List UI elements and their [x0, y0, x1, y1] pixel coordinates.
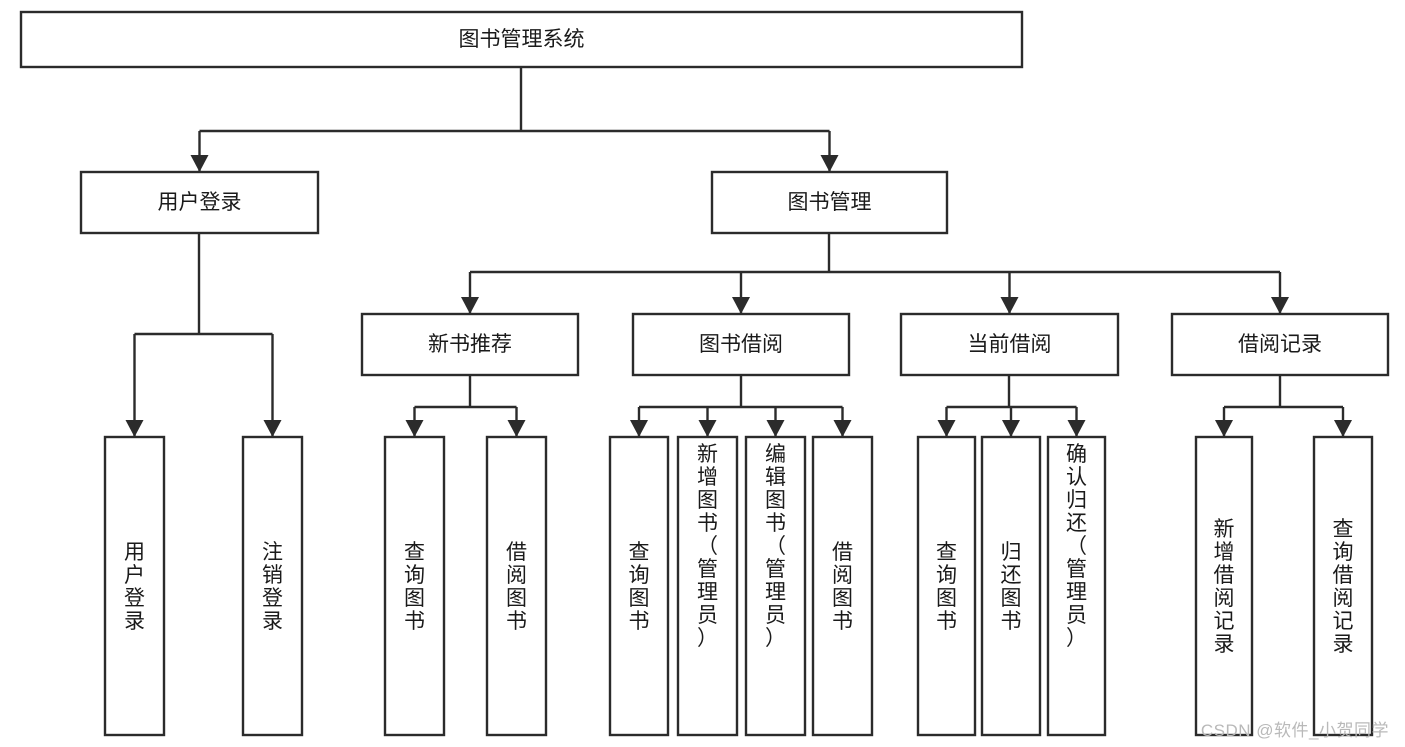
node-label: 当前借阅 — [968, 333, 1052, 356]
node-label: 注销登录 — [262, 541, 283, 633]
node-new-book-rec[interactable]: 新书推荐 — [360, 312, 580, 377]
node-box[interactable] — [916, 435, 977, 737]
node-borrow-record[interactable]: 借阅记录 — [1170, 312, 1390, 377]
node-leaf-leaf-query-book-rec[interactable]: 查询图书 — [383, 435, 446, 737]
node-label: 图书借阅 — [699, 333, 783, 356]
arrow-icon-book-manage — [820, 155, 839, 172]
node-leaf-leaf-query-book-cur[interactable]: 查询图书 — [916, 435, 977, 737]
arrow-icon-current-borrow — [1000, 297, 1019, 314]
node-book-borrow[interactable]: 图书借阅 — [631, 312, 851, 377]
node-leaf-leaf-edit-book[interactable]: 编辑图书（管理员） — [744, 435, 807, 737]
node-label: 新增图书（管理员） — [697, 443, 718, 650]
node-leaf-leaf-borrow-book-rec[interactable]: 借阅图书 — [485, 435, 548, 737]
node-current-borrow[interactable]: 当前借阅 — [899, 312, 1120, 377]
node-box[interactable] — [710, 170, 949, 235]
node-box[interactable] — [79, 170, 320, 235]
arrow-icon-leaf-borrow-book-bor — [833, 420, 852, 437]
arrow-icon-leaf-query-book-cur — [937, 420, 956, 437]
node-label: 用户登录 — [158, 191, 242, 214]
node-box[interactable] — [899, 312, 1120, 377]
node-label: 编辑图书（管理员） — [765, 443, 786, 650]
connector-layer — [125, 67, 1352, 437]
node-leaf-leaf-query-record[interactable]: 查询借阅记录 — [1312, 435, 1374, 737]
node-label: 图书管理 — [788, 191, 872, 214]
arrow-icon-leaf-return-book — [1002, 420, 1020, 437]
node-label: 确认归还（管理员） — [1066, 443, 1087, 650]
node-leaf-leaf-confirm-return[interactable]: 确认归还（管理员） — [1046, 435, 1107, 737]
node-box[interactable] — [360, 312, 580, 377]
arrow-icon-leaf-query-record — [1334, 420, 1352, 437]
node-label: 新增借阅记录 — [1214, 518, 1235, 656]
node-box[interactable] — [1170, 312, 1390, 377]
node-box[interactable] — [608, 435, 670, 737]
node-label: 归还图书 — [1001, 541, 1022, 633]
node-layer: 图书管理系统用户登录图书管理新书推荐图书借阅当前借阅借阅记录用户登录注销登录查询… — [19, 10, 1390, 737]
node-book-manage[interactable]: 图书管理 — [710, 170, 949, 235]
node-label: 用户登录 — [124, 541, 145, 633]
node-label: 新书推荐 — [428, 333, 512, 356]
node-leaf-leaf-add-record[interactable]: 新增借阅记录 — [1194, 435, 1254, 737]
node-leaf-leaf-query-book-bor[interactable]: 查询图书 — [608, 435, 670, 737]
arrow-icon-user-login — [190, 155, 209, 172]
node-box[interactable] — [1046, 435, 1107, 737]
node-leaf-leaf-add-book[interactable]: 新增图书（管理员） — [676, 435, 739, 737]
arrow-icon-leaf-user-login — [125, 420, 144, 437]
arrow-icon-leaf-borrow-book-rec — [507, 420, 526, 437]
node-box[interactable] — [19, 10, 1024, 69]
csdn-watermark: CSDN @软件_小贺同学 — [1200, 721, 1389, 740]
node-label: 查询图书 — [404, 541, 425, 633]
arrow-icon-new-book-rec — [461, 297, 479, 314]
node-user-login[interactable]: 用户登录 — [79, 170, 320, 235]
node-label: 借阅图书 — [832, 541, 853, 633]
arrow-icon-leaf-add-record — [1215, 420, 1233, 437]
arrow-icon-leaf-query-book-bor — [630, 420, 648, 437]
node-box[interactable] — [631, 312, 851, 377]
node-label: 查询图书 — [629, 541, 650, 633]
node-box[interactable] — [241, 435, 304, 737]
arrow-icon-leaf-add-book — [698, 420, 717, 437]
node-box[interactable] — [811, 435, 874, 737]
node-leaf-leaf-logout[interactable]: 注销登录 — [241, 435, 304, 737]
node-box[interactable] — [103, 435, 166, 737]
node-box[interactable] — [383, 435, 446, 737]
node-label: 查询图书 — [936, 541, 957, 633]
node-label: 查询借阅记录 — [1333, 518, 1354, 656]
node-label: 借阅记录 — [1238, 333, 1322, 356]
arrow-icon-leaf-edit-book — [766, 420, 785, 437]
node-label: 图书管理系统 — [459, 28, 585, 51]
node-root-root[interactable]: 图书管理系统 — [19, 10, 1024, 69]
arrow-icon-leaf-logout — [263, 420, 282, 437]
node-box[interactable] — [1194, 435, 1254, 737]
arrow-icon-book-borrow — [732, 297, 750, 314]
node-box[interactable] — [980, 435, 1042, 737]
node-leaf-leaf-borrow-book-bor[interactable]: 借阅图书 — [811, 435, 874, 737]
node-box[interactable] — [744, 435, 807, 737]
node-leaf-leaf-user-login[interactable]: 用户登录 — [103, 435, 166, 737]
arrow-icon-borrow-record — [1271, 297, 1289, 314]
node-leaf-leaf-return-book[interactable]: 归还图书 — [980, 435, 1042, 737]
node-box[interactable] — [485, 435, 548, 737]
node-box[interactable] — [1312, 435, 1374, 737]
node-label: 借阅图书 — [506, 541, 527, 633]
node-box[interactable] — [676, 435, 739, 737]
arrow-icon-leaf-confirm-return — [1067, 420, 1086, 437]
arrow-icon-leaf-query-book-rec — [405, 420, 424, 437]
